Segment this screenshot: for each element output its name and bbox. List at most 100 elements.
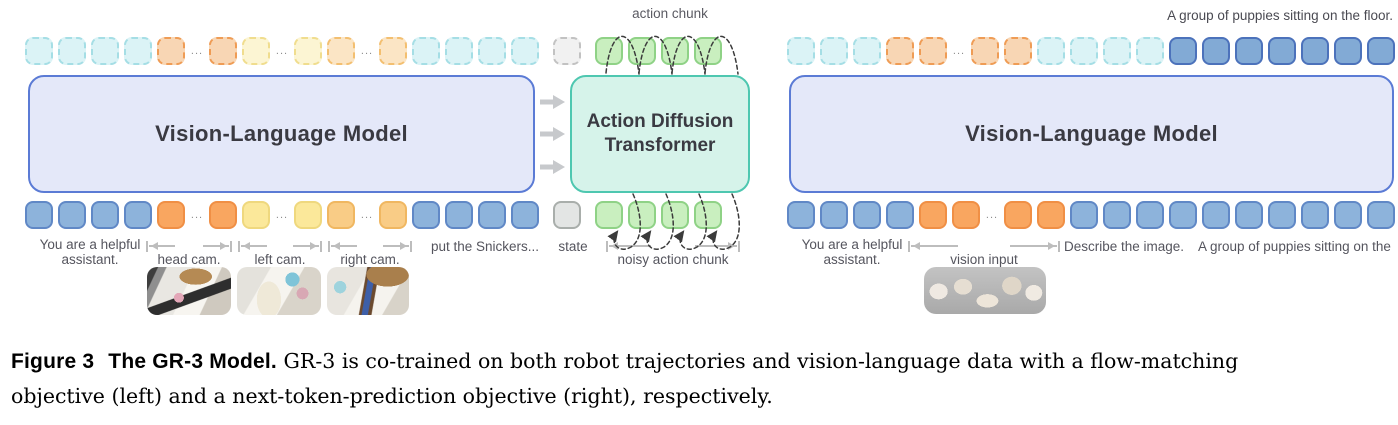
- token-predicted-text: [1334, 37, 1362, 65]
- ellipsis: ...: [985, 209, 999, 221]
- token-action: [694, 201, 722, 229]
- token-rightcam-dashed: [327, 37, 355, 65]
- caption-title: The GR-3 Model.: [108, 350, 277, 373]
- left-top-token-row: .........: [25, 37, 539, 65]
- token-text-dashed: [820, 37, 848, 65]
- caption-figure-label: Figure 3: [11, 350, 95, 373]
- token-headcam-dashed: [209, 37, 237, 65]
- token-state-dashed: [553, 37, 581, 65]
- left-cam-label: left cam.: [254, 252, 306, 267]
- token-text: [820, 201, 848, 229]
- token-leftcam-dashed: [294, 37, 322, 65]
- ellipsis: ...: [275, 45, 289, 57]
- token-text: [1268, 201, 1296, 229]
- token-headcam: [209, 201, 237, 229]
- caption-line-2: objective (left) and a next-token-predic…: [11, 379, 1393, 413]
- token-text: [25, 201, 53, 229]
- token-headcam: [919, 201, 947, 229]
- token-text-dashed: [91, 37, 119, 65]
- ellipsis: ...: [360, 45, 374, 57]
- right-vlm-box: Vision-Language Model: [789, 75, 1394, 193]
- token-rightcam: [379, 201, 407, 229]
- token-predicted-text: [1301, 37, 1329, 65]
- token-headcam: [1004, 201, 1032, 229]
- token-text: [91, 201, 119, 229]
- vision-input-label: vision input: [950, 252, 1018, 267]
- token-text: [1169, 201, 1197, 229]
- ellipsis: ...: [360, 209, 374, 221]
- token-predicted-text: [1235, 37, 1263, 65]
- token-text: [1202, 201, 1230, 229]
- right-output-text: A group of puppies sitting on the floor.: [1167, 8, 1393, 23]
- token-predicted-text: [1169, 37, 1197, 65]
- token-headcam: [1037, 201, 1065, 229]
- vlm-to-adt-arrows: [540, 95, 565, 174]
- token-leftcam: [294, 201, 322, 229]
- token-headcam-dashed: [971, 37, 999, 65]
- token-text-dashed: [412, 37, 440, 65]
- state-label: state: [558, 239, 588, 254]
- token-text-dashed: [853, 37, 881, 65]
- token-text-dashed: [478, 37, 506, 65]
- token-text: [853, 201, 881, 229]
- ellipsis: ...: [952, 45, 966, 57]
- token-action: [628, 37, 656, 65]
- token-action: [628, 201, 656, 229]
- right-assistant-label: You are a helpful assistant.: [801, 237, 903, 268]
- partial-output-label: A group of puppies sitting on the: [1198, 239, 1391, 254]
- ellipsis: ...: [275, 209, 289, 221]
- noisy-action-chunk-span-marker: [606, 241, 740, 252]
- token-text: [1136, 201, 1164, 229]
- token-predicted-text: [1202, 37, 1230, 65]
- left-cam-span-marker: [238, 241, 322, 252]
- token-text: [445, 201, 473, 229]
- head-cam-label: head cam.: [157, 252, 221, 267]
- left-bottom-token-row: .........: [25, 201, 539, 229]
- token-text: [1367, 201, 1395, 229]
- token-headcam-dashed: [886, 37, 914, 65]
- adt-label: Action Diffusion Transformer: [586, 111, 734, 156]
- middle-top-token-row: [553, 37, 722, 65]
- noisy-action-chunk-label: noisy action chunk: [617, 252, 729, 267]
- token-headcam-dashed: [1004, 37, 1032, 65]
- token-text-dashed: [25, 37, 53, 65]
- left-vlm-label: Vision-Language Model: [155, 121, 408, 146]
- token-action: [661, 37, 689, 65]
- token-action: [694, 37, 722, 65]
- action-diffusion-transformer-box: Action Diffusion Transformer: [570, 75, 750, 193]
- token-predicted-text: [1367, 37, 1395, 65]
- token-headcam: [952, 201, 980, 229]
- token-text-dashed: [58, 37, 86, 65]
- token-text: [1103, 201, 1131, 229]
- ellipsis: ...: [190, 209, 204, 221]
- token-text-dashed: [1070, 37, 1098, 65]
- token-text: [478, 201, 506, 229]
- token-text: [124, 201, 152, 229]
- token-text-dashed: [1103, 37, 1131, 65]
- token-text-dashed: [124, 37, 152, 65]
- token-text: [787, 201, 815, 229]
- left-vlm-box: Vision-Language Model: [28, 75, 535, 193]
- instruction-label: put the Snickers...: [430, 239, 540, 254]
- token-predicted-text: [1268, 37, 1296, 65]
- left-assistant-label: You are a helpful assistant.: [39, 237, 141, 268]
- right-bottom-token-row: ...: [787, 201, 1395, 229]
- describe-image-label: Describe the image.: [1064, 239, 1185, 254]
- token-action: [595, 201, 623, 229]
- vision-input-span-marker: [908, 241, 1060, 252]
- token-state: [553, 201, 581, 229]
- token-text: [1070, 201, 1098, 229]
- action-chunk-label: action chunk: [632, 6, 708, 21]
- middle-bottom-token-row: [553, 201, 722, 229]
- token-text-dashed: [1037, 37, 1065, 65]
- token-text-dashed: [787, 37, 815, 65]
- right-cam-label: right cam.: [340, 252, 400, 267]
- token-headcam-dashed: [919, 37, 947, 65]
- head-cam-image: [147, 267, 231, 315]
- token-text-dashed: [511, 37, 539, 65]
- head-cam-span-marker: [146, 241, 232, 252]
- token-text: [412, 201, 440, 229]
